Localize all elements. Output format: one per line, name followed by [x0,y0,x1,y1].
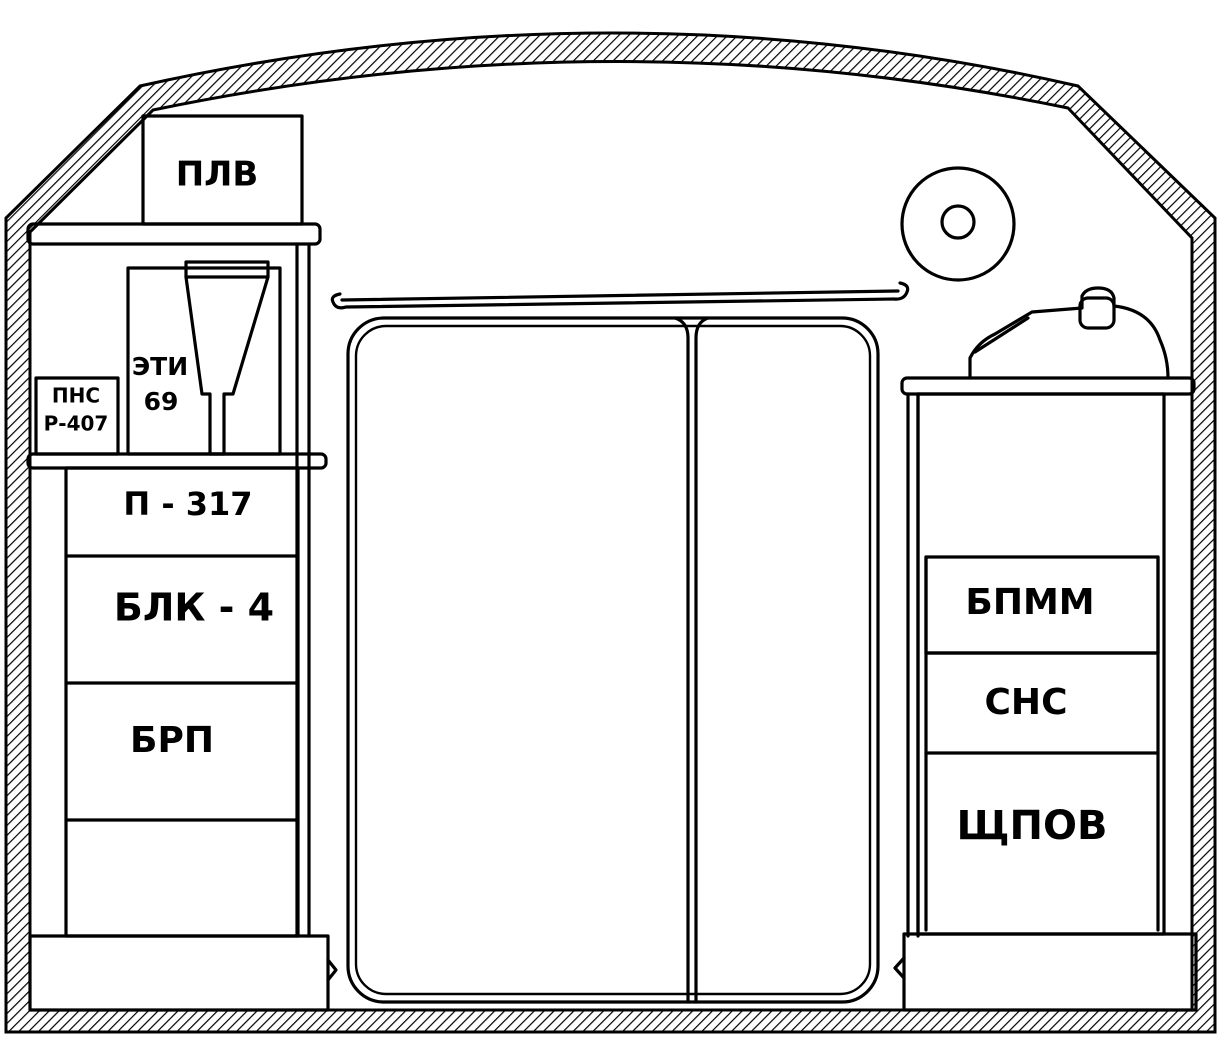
sns-label: СНС [985,682,1068,723]
top-device-knob [1078,296,1116,330]
left-equipment-stack [64,466,300,938]
right-equipment-stack [916,392,1166,936]
brp-label: БРП [130,720,214,761]
funnel-lamp-icon [184,260,270,456]
eti-label: ЭТИ [132,352,188,381]
round-port-outer [900,166,1016,282]
door-seam-right [694,316,710,1004]
plv-box [141,114,304,226]
left-middle-shelf [26,452,328,470]
p317-label: П - 317 [123,485,252,523]
double-door-inner-edge [354,324,872,996]
bpmm-label: БПММ [965,582,1094,623]
door-seam-left [673,316,690,1004]
handrail-bar [340,289,900,302]
left-top-shelf [26,222,322,246]
left-door-hinge-icon [326,958,338,982]
right-floor-box [902,932,1198,1012]
left-floor-box [28,934,330,1012]
pns-number: Р-407 [44,412,109,436]
blk4-label: БЛК - 4 [114,586,274,630]
right-top-shelf [900,376,1196,396]
top-device-icon [968,286,1170,380]
round-port-inner [940,204,976,240]
top-device-handle [973,316,1030,354]
cabin-shell-wall [4,31,1217,1034]
handrail [330,281,910,310]
eti-number: 69 [144,387,179,416]
plv-label: ПЛВ [176,155,259,195]
double-door [346,316,880,1004]
schpov-label: ЩПОВ [957,803,1108,849]
pns-label: ПНС [52,384,100,408]
right-door-hinge-icon [893,956,906,980]
